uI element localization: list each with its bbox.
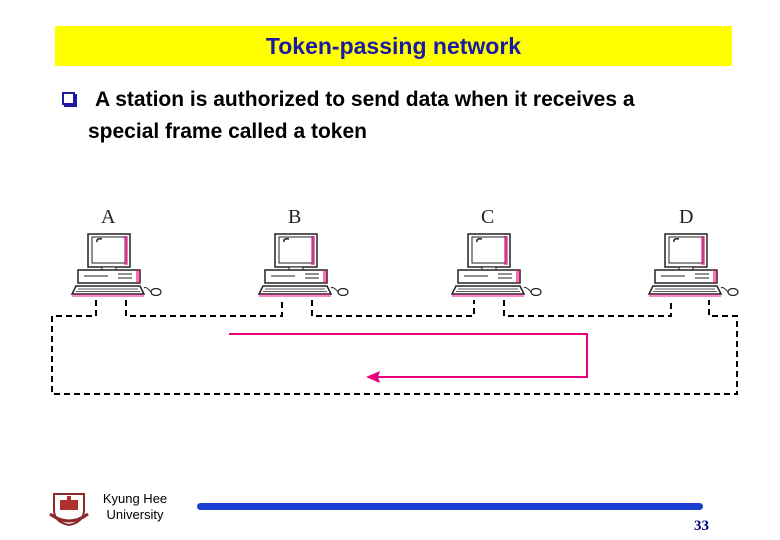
token-path-arrow [229, 333, 588, 383]
dashed-ring [51, 300, 738, 395]
computer-icon [648, 233, 739, 298]
footer-bar [197, 503, 703, 510]
computer-icon [71, 233, 162, 298]
station-label-b: B [288, 206, 301, 228]
station-c: C [451, 206, 542, 298]
station-label-a: A [101, 206, 116, 228]
bullet-text-line-2: special frame called a token [88, 120, 367, 143]
station-b: B [258, 206, 349, 298]
computer-icon [451, 233, 542, 298]
title-bar: Token-passing network [55, 26, 732, 66]
bullet-point: A station is authorized to send data whe… [62, 84, 762, 148]
university-name-line-2: University [106, 507, 164, 522]
station-d: D [648, 206, 739, 298]
bullet-text-line-1: A station is authorized to send data whe… [95, 88, 635, 111]
station-label-d: D [679, 206, 693, 228]
computer-icon [258, 233, 349, 298]
station-label-c: C [481, 206, 494, 228]
station-a: A [71, 206, 162, 298]
page-number: 33 [694, 518, 709, 534]
slide-title: Token-passing network [265, 32, 522, 59]
university-name: Kyung Hee University [92, 491, 178, 523]
checkbox-bullet-icon [62, 92, 75, 105]
university-logo-icon [49, 493, 89, 526]
university-name-line-1: Kyung Hee [102, 491, 168, 506]
